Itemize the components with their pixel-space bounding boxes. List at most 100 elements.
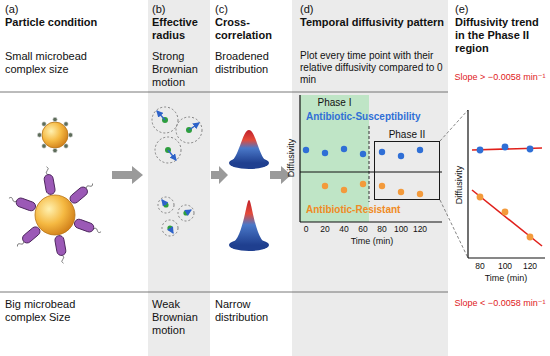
heading-holder: Phase II — [369, 129, 445, 141]
column-band — [148, 0, 210, 356]
data-point — [502, 144, 509, 151]
data-point — [417, 147, 423, 153]
row-text: Broadened distribution — [215, 50, 287, 76]
tick-label: 40 — [332, 224, 356, 234]
tick-label: 20 — [313, 224, 337, 234]
label-slot: 100 — [389, 224, 413, 234]
axis-title: Diffusivity — [286, 139, 297, 177]
radius-circle — [155, 137, 181, 163]
data-point — [322, 183, 328, 189]
label-slot: Antibiotic-Susceptibility — [306, 111, 446, 123]
bacterium — [73, 218, 102, 236]
flagellum — [8, 197, 17, 203]
tick-label: 100 — [493, 261, 517, 271]
nanoparticles — [37, 117, 72, 152]
phase-label: Phase I — [300, 95, 369, 109]
nanoparticle — [42, 144, 46, 148]
motion-arrows — [157, 111, 199, 233]
nanoparticle — [64, 144, 68, 148]
row-divider — [0, 92, 448, 93]
radius-circle — [152, 107, 178, 133]
data-point — [379, 149, 385, 155]
axis-title: Time (min) — [332, 236, 412, 247]
nanoparticle — [37, 133, 41, 137]
data-point — [398, 189, 404, 195]
row-text: Weak Brownian motion — [152, 298, 210, 338]
radius-circle — [176, 117, 202, 143]
label-slot: (d) — [300, 3, 330, 16]
row-text: Strong Brownian motion — [152, 50, 210, 90]
y-axis — [299, 95, 300, 222]
data-point — [360, 181, 366, 187]
phase-separator — [369, 126, 370, 202]
label-slot: Broadened distribution — [215, 50, 287, 76]
flagellum — [93, 228, 102, 234]
label-slot: Strong Brownian motion — [152, 50, 210, 90]
data-point — [341, 187, 347, 193]
bacterium-body — [73, 218, 95, 233]
label-slot: Slope > −0.0058 min⁻¹ — [452, 72, 548, 83]
resistant-points — [322, 181, 423, 197]
label-slot: 40 — [332, 224, 356, 234]
nanoparticle — [68, 133, 72, 137]
panel-letter: (e) — [455, 3, 485, 16]
data-point — [527, 146, 534, 153]
radius-circles — [152, 107, 202, 236]
flagellum — [16, 240, 24, 247]
tick-label: 80 — [468, 261, 492, 271]
panel-letter: (a) — [5, 3, 35, 16]
data-point — [477, 147, 484, 154]
bacterium — [54, 235, 68, 264]
label-slot: 0 — [294, 224, 318, 234]
label-slot: Temporal diffusivity pattern — [300, 16, 446, 29]
particles — [162, 117, 192, 231]
x-axis — [468, 257, 545, 258]
narrow-peak — [229, 200, 269, 245]
zoom-line — [440, 200, 468, 258]
resistant-points — [477, 194, 534, 241]
trend-line — [472, 190, 542, 246]
label-slot: 60 — [351, 224, 375, 234]
label-slot: Small microbead complex size — [5, 50, 105, 76]
slope-text: Slope > −0.0058 min⁻¹ — [452, 72, 548, 83]
bacterium — [15, 225, 42, 250]
data-point — [360, 151, 366, 157]
label-slot: (e) — [455, 3, 485, 16]
slope-text: Slope < −0.0058 min⁻¹ — [452, 298, 548, 309]
label-slot: (a) — [5, 3, 35, 16]
label-slot: Time (min) — [466, 273, 546, 284]
bacteria — [7, 166, 102, 264]
motion-arrow — [162, 200, 166, 205]
label-slot: Big microbead complex Size — [5, 298, 105, 324]
nanoparticle — [42, 122, 46, 126]
zoom-line — [440, 110, 468, 141]
bacterium — [68, 180, 95, 205]
flagellum — [61, 255, 65, 263]
motion-arrow — [189, 123, 199, 130]
broad-peak — [229, 130, 269, 163]
tick-label: 100 — [389, 224, 413, 234]
nanoparticle — [64, 122, 68, 126]
data-point — [379, 183, 385, 189]
label-slot: 120 — [518, 261, 542, 271]
axis-title: Time (min) — [466, 273, 546, 284]
row-text: Big microbead complex Size — [5, 298, 105, 324]
data-point — [417, 191, 423, 197]
bacterium-body — [15, 197, 37, 212]
column-heading: Diffusivity trend in the Phase II region — [455, 16, 548, 56]
motion-arrow — [157, 111, 165, 120]
data-point — [502, 209, 509, 216]
series-label: Antibiotic-Susceptibility — [306, 111, 446, 123]
data-point — [398, 153, 404, 159]
label-slot: Diffusivity trend in the Phase II region — [455, 16, 548, 56]
bacterium-body — [43, 174, 55, 195]
radius-circle — [162, 220, 178, 236]
tick-label: 80 — [370, 224, 394, 234]
label-slot: Diffusivity — [286, 139, 297, 177]
label-slot: Weak Brownian motion — [152, 298, 210, 338]
tick-label: 120 — [408, 224, 432, 234]
label-slot: (c) — [215, 3, 245, 16]
data-point — [527, 234, 534, 241]
